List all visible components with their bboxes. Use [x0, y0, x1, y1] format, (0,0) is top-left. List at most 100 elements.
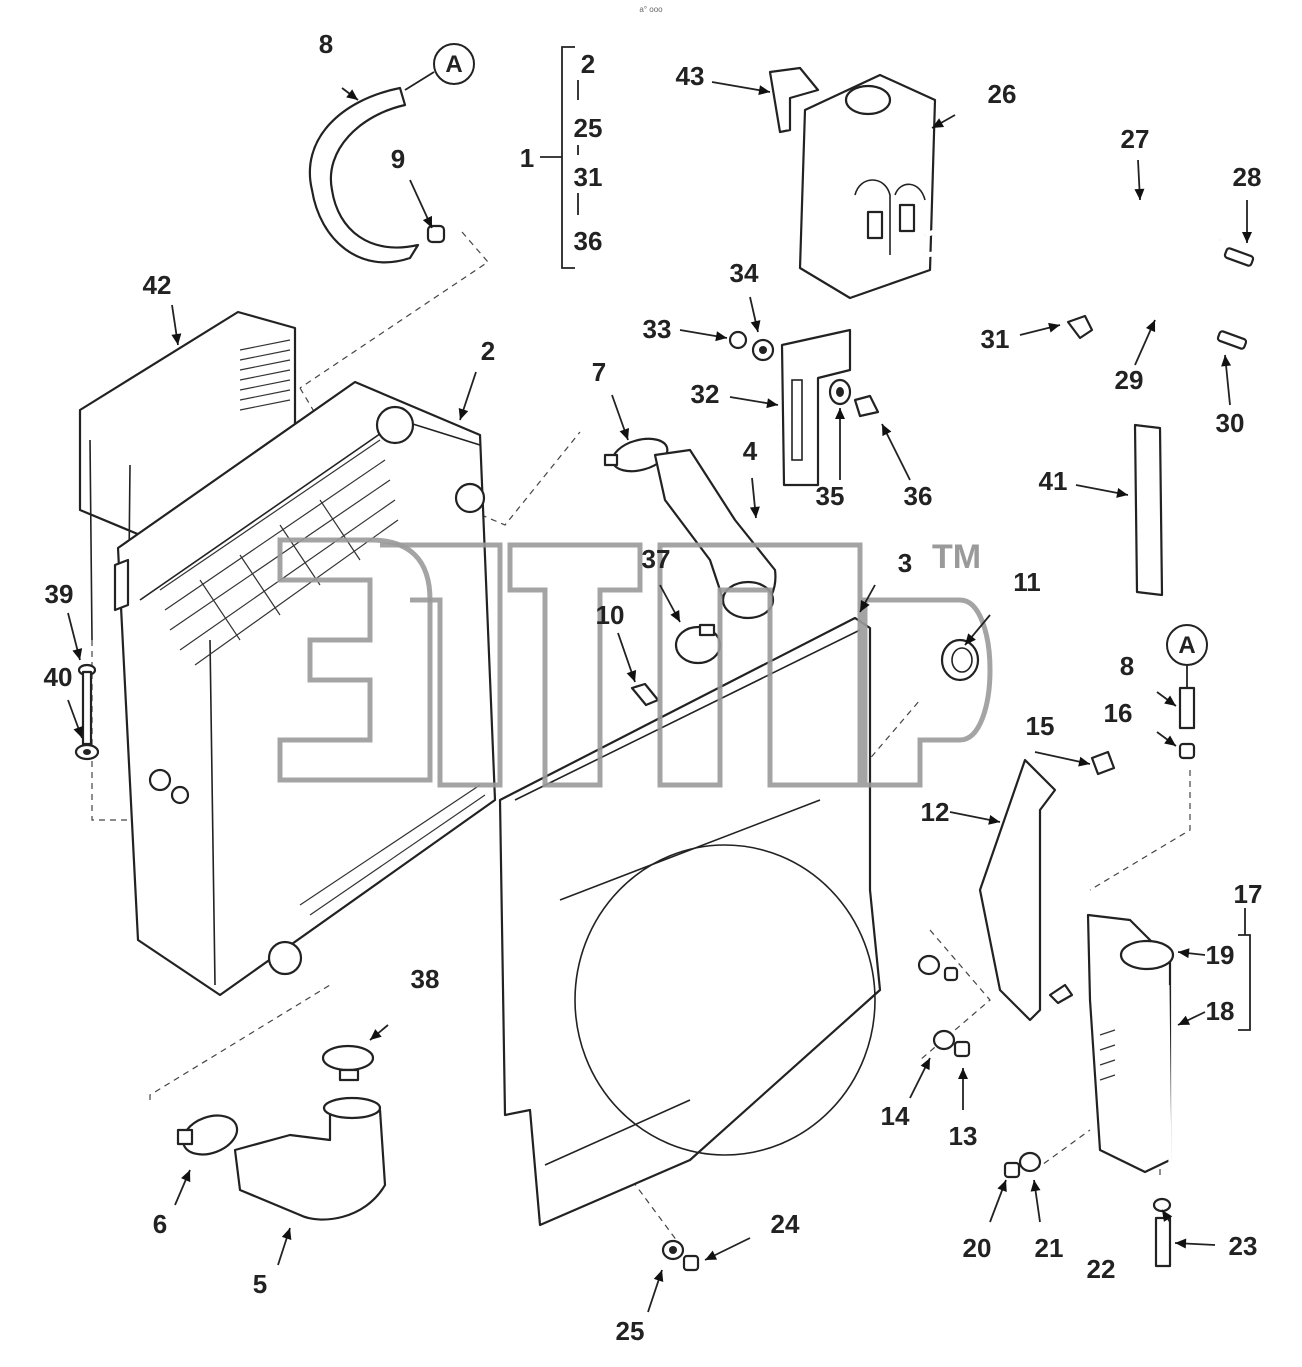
radiator-2 [113, 380, 497, 997]
leader-arrowhead [1164, 735, 1176, 746]
callout-42: 42 [143, 270, 172, 300]
leader-arrowhead [749, 506, 760, 518]
hose-23 [1154, 1216, 1172, 1268]
bolt-12b [1048, 983, 1074, 1005]
leader-arrowhead [1178, 948, 1190, 959]
group-item: 31 [574, 162, 603, 192]
tag-label: A [1178, 632, 1195, 659]
nut-13 [943, 966, 971, 1058]
group-item: 36 [574, 226, 603, 256]
washer-tube-29 [924, 249, 1224, 338]
leader-arrowhead [1221, 355, 1232, 367]
leader-arrowhead [988, 814, 1000, 825]
trademark-symbol: TM [932, 538, 981, 576]
callout-24: 24 [771, 1209, 800, 1239]
callout-39: 39 [45, 579, 74, 609]
connection-tag-a-lower: A [1166, 624, 1208, 688]
fan-shroud-3 [498, 616, 882, 1227]
callout-14: 14 [881, 1101, 910, 1131]
callout-13: 13 [949, 1121, 978, 1151]
leader-arrowhead [281, 1228, 292, 1241]
group-item: 2 [581, 49, 595, 79]
leader-arrowhead [965, 633, 976, 645]
clamp-22 [1152, 1197, 1172, 1213]
callout-2: 2 [481, 336, 495, 366]
callout-29: 29 [1115, 365, 1144, 395]
group-item: 25 [574, 113, 603, 143]
callout-16: 16 [1104, 698, 1133, 728]
callout-22: 22 [1087, 1254, 1116, 1284]
clamp-38 [321, 1044, 375, 1082]
callout-30: 30 [1216, 408, 1245, 438]
leader-arrowhead [958, 1068, 968, 1079]
bolt-10 [630, 682, 660, 707]
leader-arrowhead [1030, 1180, 1041, 1192]
leader-arrowhead [860, 599, 870, 612]
washer-25 [661, 1239, 685, 1261]
callout-41: 41 [1039, 466, 1068, 496]
leader-arrowhead [670, 609, 680, 622]
bolt-36 [853, 394, 880, 418]
washer-34 [751, 338, 775, 362]
callout-32: 32 [691, 379, 720, 409]
callout-27: 27 [1121, 124, 1150, 154]
leader-arrowhead [1178, 1015, 1191, 1025]
callout-31: 31 [981, 324, 1010, 354]
bracket-12 [978, 758, 1057, 1022]
leader-arrowhead [1162, 1210, 1173, 1222]
clamp-7 [603, 437, 669, 473]
callout-7: 7 [592, 357, 606, 387]
leader-arrowhead [1134, 188, 1145, 200]
leader-arrowhead [750, 320, 761, 332]
leader-arrowhead [370, 1029, 382, 1040]
leader-arrowhead [72, 648, 83, 660]
nut-24 [682, 1254, 700, 1272]
callout-36: 36 [904, 481, 933, 511]
connection-tag-a-upper: A [404, 43, 475, 91]
group-label-17: 17 [1234, 879, 1263, 909]
strip-41 [1133, 423, 1164, 597]
leader-arrowhead [715, 331, 727, 342]
lower-radiator-hose-5 [233, 1096, 387, 1221]
washer-tube-27 [924, 206, 1222, 243]
expansion-tank-17 [1086, 913, 1172, 1174]
leader-arrowhead [882, 424, 892, 437]
callout-38: 38 [411, 964, 440, 994]
group-bracket-17 [1238, 908, 1251, 1031]
header-mark: a° ooo [639, 5, 663, 14]
callout-3: 3 [898, 548, 912, 578]
clamp-6 [176, 1114, 239, 1156]
callout-8-lower: 8 [1120, 651, 1134, 681]
callout-40: 40 [44, 662, 73, 692]
callout-23: 23 [1229, 1231, 1258, 1261]
leader-arrowhead [835, 408, 845, 419]
grommet-11 [940, 638, 980, 682]
leader-arrowhead [920, 1058, 930, 1071]
leader-arrowhead [997, 1180, 1007, 1193]
leader-arrowhead [705, 1250, 718, 1260]
callout-5: 5 [253, 1269, 267, 1299]
leader-arrowhead [1145, 320, 1156, 333]
group-bracket-1 [540, 46, 579, 269]
leader-arrowhead [758, 85, 770, 96]
upper-radiator-hose-4 [653, 448, 777, 620]
washer-40 [74, 743, 100, 761]
group-label-1: 1 [520, 143, 534, 173]
nut-33 [728, 330, 748, 350]
leader-arrowhead [619, 427, 630, 440]
washer-21 [1018, 1151, 1042, 1173]
group-item: 19 [1206, 940, 1235, 970]
callout-20: 20 [963, 1233, 992, 1263]
callout-4: 4 [743, 436, 758, 466]
leader-arrowhead [1048, 322, 1060, 333]
washer-14 [917, 954, 956, 1051]
callout-12: 12 [921, 797, 950, 827]
callout-21: 21 [1035, 1233, 1064, 1263]
leader-arrowhead [346, 89, 358, 100]
leader-arrowhead [458, 407, 469, 420]
washer-reservoir-26 [798, 73, 937, 300]
connector-30 [1216, 330, 1248, 350]
group-item: 18 [1206, 996, 1235, 1026]
leader-arrowhead [1242, 232, 1252, 243]
